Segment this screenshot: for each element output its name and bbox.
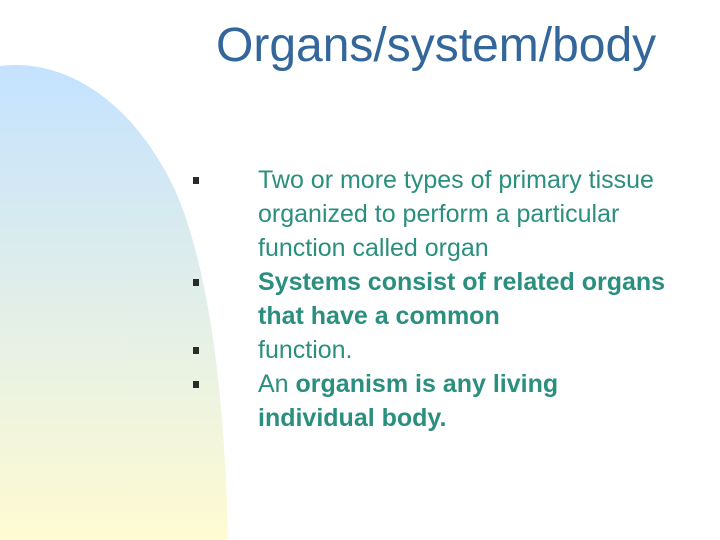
bullet-text: Two or more types of primary tissue orga… (258, 166, 654, 262)
bullet-marker-icon (193, 347, 199, 354)
bullet-marker-icon (193, 381, 199, 388)
bullet-text-plain: An (258, 370, 296, 398)
bullet-item: function. (193, 333, 668, 367)
bullet-item: Systems consist of related organs that h… (193, 265, 668, 333)
bullet-marker-icon (193, 279, 199, 286)
bullet-list: Two or more types of primary tissue orga… (193, 163, 668, 435)
bullet-text-bold: organism is any living individual body. (258, 370, 559, 432)
bullet-marker-icon (193, 177, 199, 184)
bullet-item: Two or more types of primary tissue orga… (193, 163, 668, 265)
slide-title: Organs/system/body (216, 19, 657, 72)
bullet-text: function. (258, 336, 353, 364)
bullet-item: An organism is any living individual bod… (193, 367, 668, 435)
bullet-text: Systems consist of related organs that h… (258, 268, 666, 330)
